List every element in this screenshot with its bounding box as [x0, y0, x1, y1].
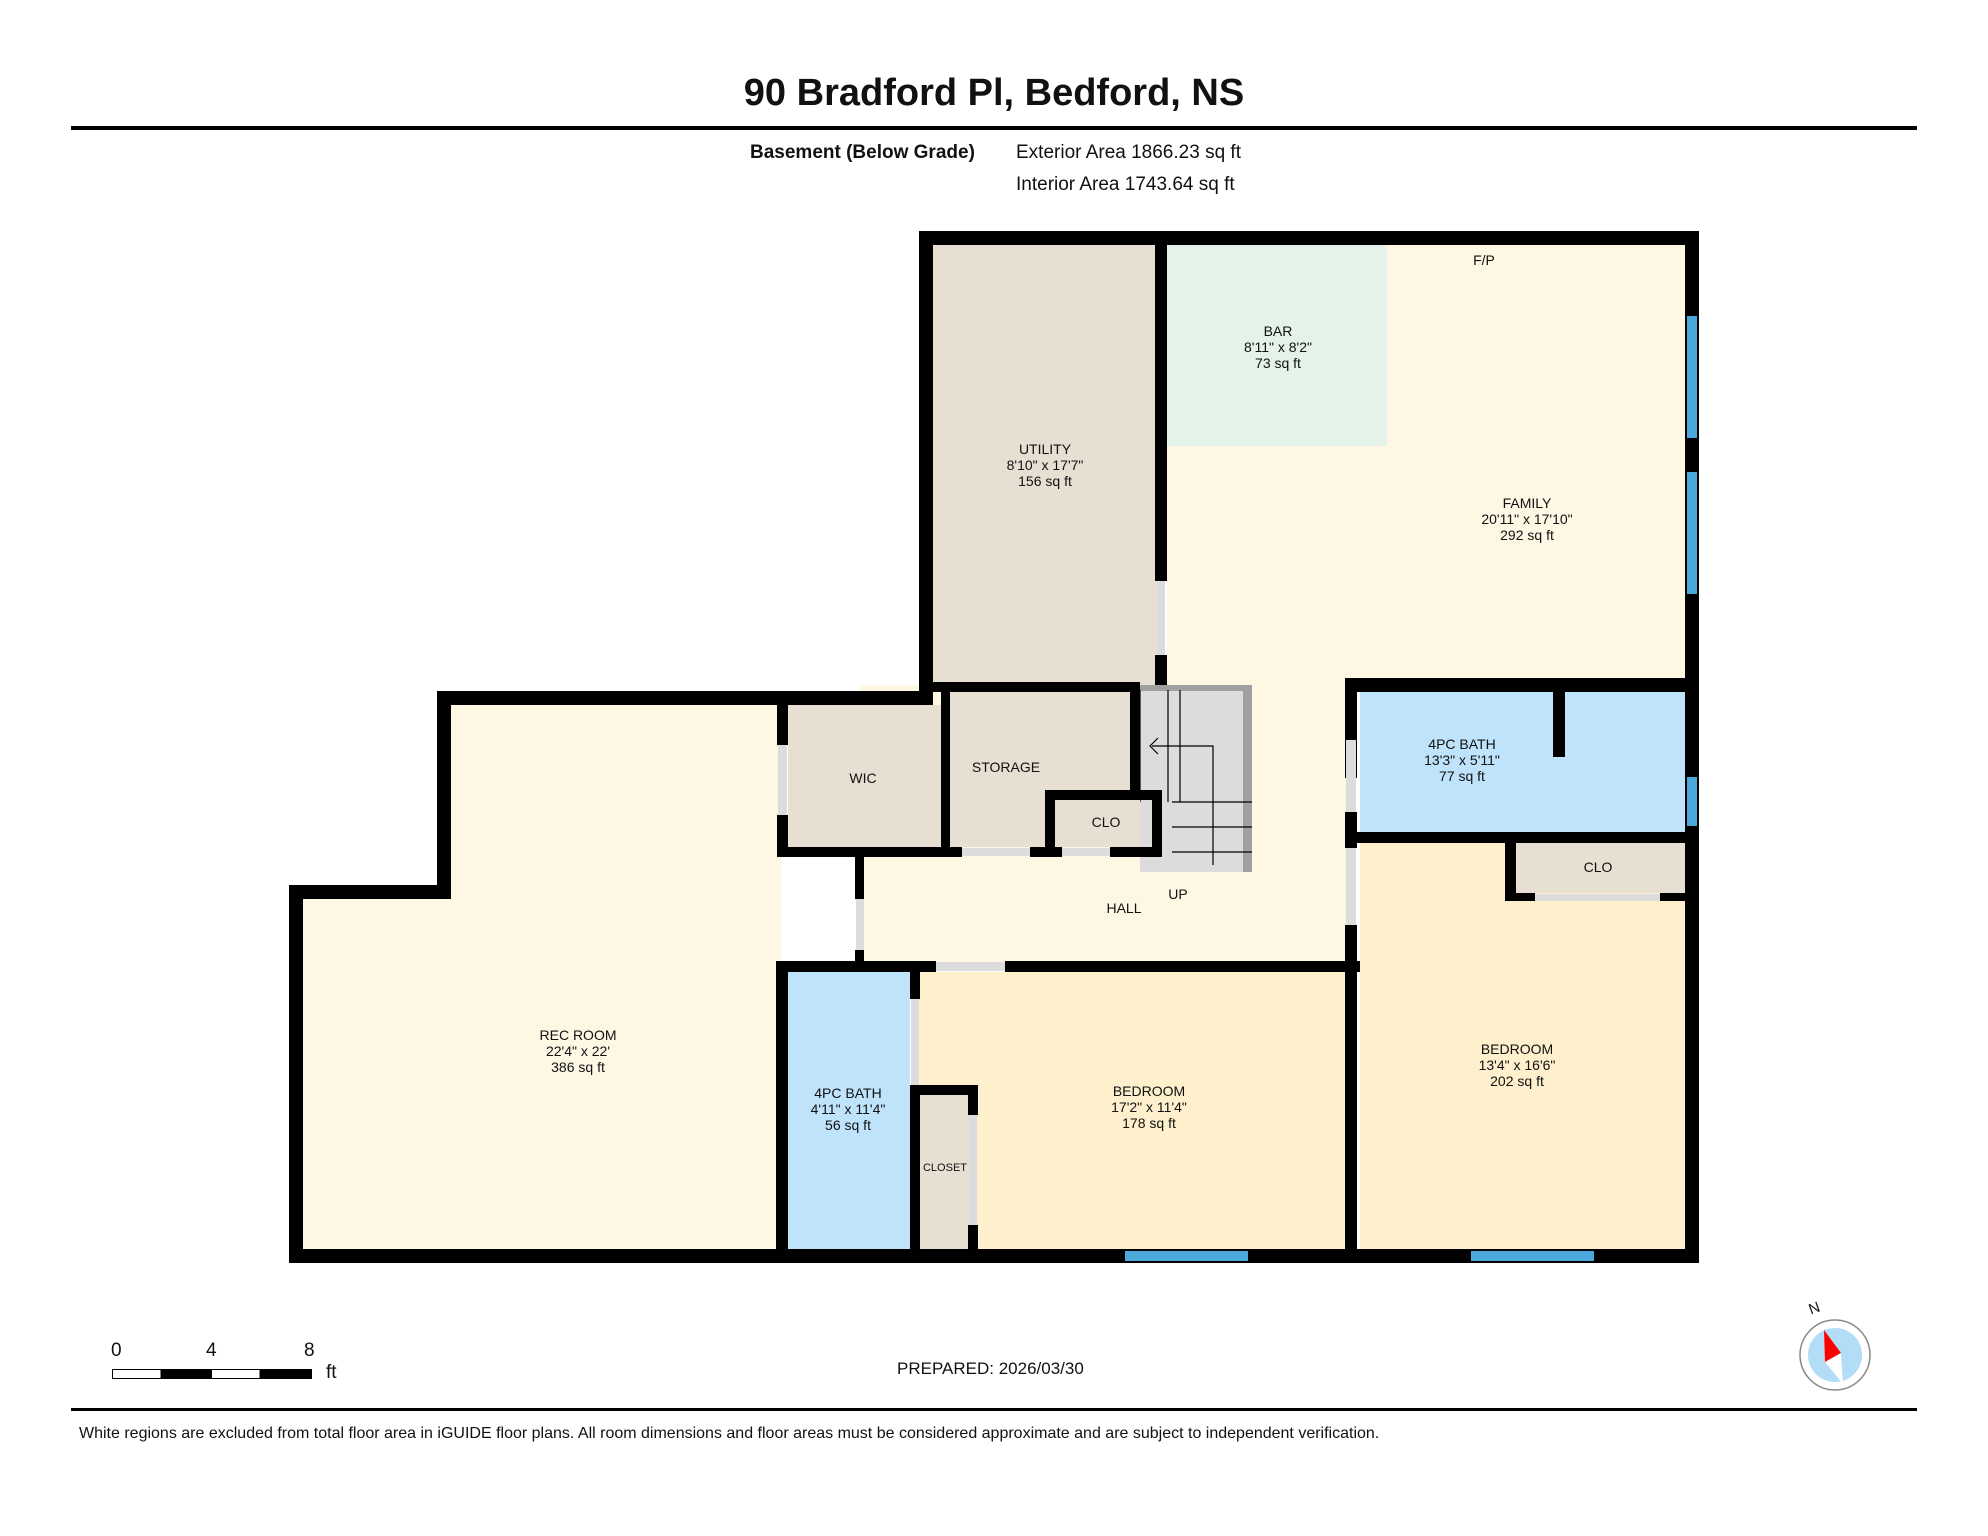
wall	[1553, 692, 1565, 757]
wall	[910, 972, 920, 999]
door-utility[interactable]	[1157, 581, 1165, 655]
scale-unit: ft	[326, 1362, 337, 1383]
wall	[1110, 847, 1160, 857]
wall	[1030, 847, 1062, 857]
bedroom-right-label: BEDROOM 13'4" x 16'6" 202 sq ft	[1478, 1041, 1556, 1089]
wall	[1045, 790, 1162, 800]
closet-label: CLOSET	[922, 1162, 968, 1174]
header-divider	[71, 126, 1917, 130]
scale-tick-8: 8	[304, 1340, 315, 1361]
room-clo-bed	[1516, 843, 1685, 893]
compass-icon	[1799, 1319, 1871, 1391]
wall	[968, 1085, 978, 1115]
floor-label: Basement (Below Grade)	[750, 142, 975, 163]
door-clo-bed[interactable]	[1535, 894, 1660, 901]
wall	[1152, 790, 1162, 857]
clo-hall-label: CLO	[1091, 814, 1121, 830]
family-label: FAMILY 20'11" x 17'10" 292 sq ft	[1481, 495, 1573, 543]
page-title: 90 Bradford Pl, Bedford, NS	[743, 72, 1245, 114]
wall	[1005, 961, 1360, 972]
interior-area: Interior Area 1743.64 sq ft	[1016, 174, 1235, 195]
wall	[777, 815, 788, 857]
door-closet[interactable]	[969, 1115, 977, 1225]
wall	[777, 847, 962, 857]
wall	[289, 885, 303, 1263]
wall	[919, 231, 933, 701]
window	[1125, 1251, 1248, 1261]
wall	[1130, 692, 1140, 800]
room-rec-ext	[303, 899, 463, 1249]
stair-lines-icon	[1140, 690, 1252, 865]
wall	[919, 231, 1699, 245]
bath-upper-label: 4PC BATH 13'3" x 5'11" 77 sq ft	[1424, 736, 1500, 784]
footer-divider	[71, 1408, 1917, 1411]
wall	[1355, 832, 1699, 843]
room-closet	[920, 1095, 975, 1249]
storage-label: STORAGE	[971, 759, 1041, 775]
wall	[437, 691, 933, 705]
door-bedroom-right[interactable]	[1346, 848, 1356, 925]
wall	[1505, 843, 1516, 900]
wall	[910, 1085, 978, 1095]
room-bedroom-mid	[919, 972, 1345, 1249]
room-utility	[933, 245, 1160, 686]
door-rec[interactable]	[856, 899, 864, 950]
wic-label: WIC	[849, 770, 877, 786]
wall	[855, 950, 864, 970]
wall	[1155, 655, 1167, 685]
window	[1687, 316, 1697, 438]
door-bedroom-mid[interactable]	[936, 962, 1005, 971]
wall	[777, 705, 788, 745]
bedroom-mid-label: BEDROOM 17'2" x 11'4" 178 sq ft	[1111, 1083, 1187, 1131]
wall	[1505, 893, 1535, 901]
rec-room-label: REC ROOM 22'4" x 22' 386 sq ft	[539, 1027, 617, 1075]
wall	[776, 961, 788, 1249]
window	[1687, 472, 1697, 594]
wall	[941, 692, 950, 857]
wall	[776, 961, 936, 972]
wall	[933, 682, 1140, 692]
wall	[968, 1225, 978, 1249]
compass-n-label: N	[1806, 1298, 1823, 1319]
door-wic[interactable]	[778, 745, 787, 815]
scale-bar: 0 4 8 ft	[110, 1340, 350, 1390]
utility-label: UTILITY 8'10" x 17'7" 156 sq ft	[1006, 441, 1084, 489]
room-bath-lower	[788, 972, 910, 1249]
hall-label: HALL	[1106, 900, 1142, 916]
wall	[1345, 678, 1699, 692]
disclaimer: White regions are excluded from total fl…	[79, 1425, 1380, 1442]
wall	[1660, 893, 1685, 901]
window	[1471, 1251, 1594, 1261]
scale-tick-4: 4	[206, 1340, 217, 1361]
door-bath-upper[interactable]	[1346, 740, 1356, 812]
window	[1687, 777, 1697, 826]
wall	[289, 885, 451, 899]
bath-lower-label: 4PC BATH 4'11" x 11'4" 56 sq ft	[810, 1085, 886, 1133]
stairs-up-label: UP	[1168, 886, 1188, 902]
wall	[1155, 231, 1167, 581]
scale-tick-0: 0	[111, 1340, 122, 1361]
wall	[1345, 812, 1357, 848]
exterior-area: Exterior Area 1866.23 sq ft	[1016, 142, 1241, 163]
wall	[910, 1085, 920, 1249]
door-clo-hall[interactable]	[1062, 848, 1110, 856]
room-wic	[788, 705, 943, 847]
prepared-date: PREPARED: 2026/03/30	[897, 1359, 1084, 1378]
wall	[1345, 925, 1357, 1263]
door-storage[interactable]	[962, 848, 1030, 856]
door-bath-lower[interactable]	[911, 999, 919, 1085]
bar-label: BAR 8'11" x 8'2" 73 sq ft	[1244, 323, 1312, 371]
room-bedroom-right	[1360, 843, 1685, 1249]
room-bar	[1167, 245, 1387, 446]
wall	[855, 855, 864, 899]
fp-label: F/P	[1473, 252, 1495, 268]
room-rec	[451, 705, 781, 1249]
room-bath-upper	[1360, 692, 1685, 832]
wall	[1045, 790, 1055, 857]
wall	[437, 691, 451, 899]
compass: N	[1798, 1298, 1874, 1391]
clo-bed-label: CLO	[1583, 859, 1613, 875]
